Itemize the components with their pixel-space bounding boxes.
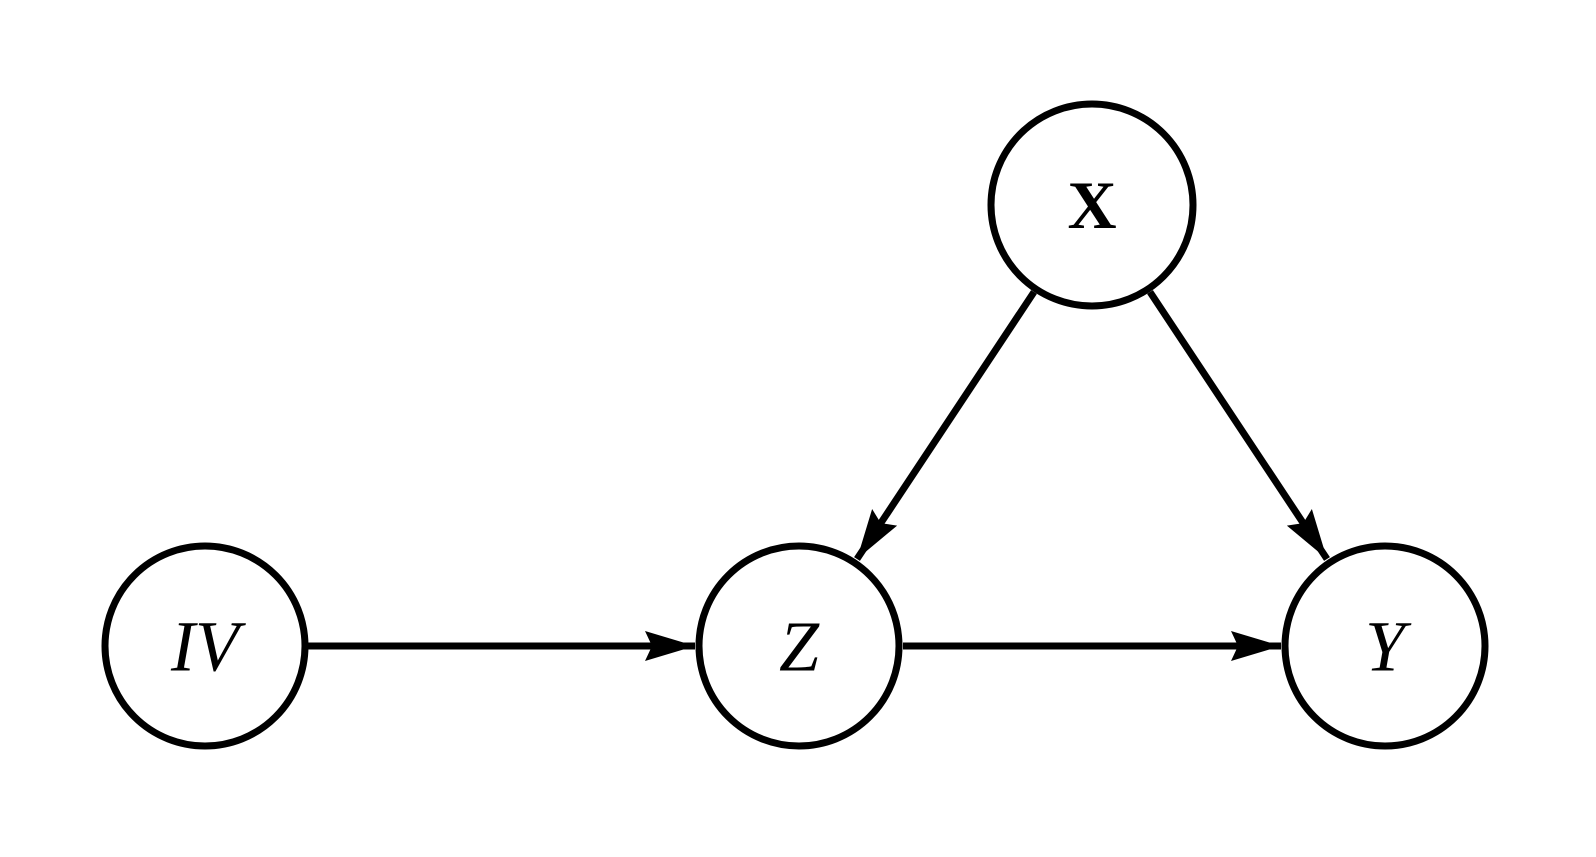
node-x-circle bbox=[987, 100, 1197, 310]
node-z: Z bbox=[695, 542, 903, 750]
node-z-circle bbox=[695, 542, 903, 750]
node-z-label: Z bbox=[779, 606, 820, 686]
node-x-label: X bbox=[1067, 167, 1116, 243]
node-y-label: Y bbox=[1365, 606, 1412, 686]
node-y: Y bbox=[1281, 542, 1489, 750]
edge-x-to-y bbox=[1147, 290, 1330, 561]
node-iv-circle bbox=[101, 542, 309, 750]
node-iv-label: IV bbox=[170, 606, 246, 686]
node-x: X bbox=[987, 100, 1197, 310]
node-iv: IV bbox=[101, 542, 309, 750]
node-y-circle bbox=[1281, 542, 1489, 750]
edge-x-to-z bbox=[854, 290, 1037, 561]
